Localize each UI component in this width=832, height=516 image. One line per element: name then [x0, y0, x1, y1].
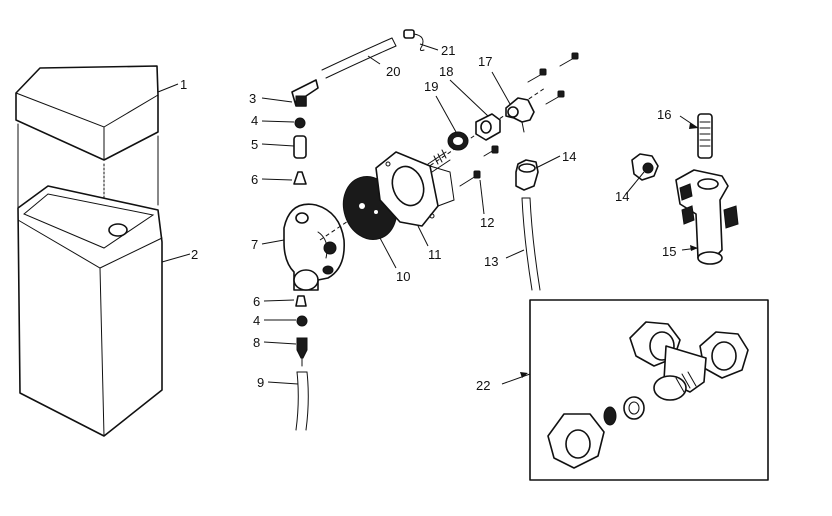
callout-21: 21 [441, 43, 455, 58]
callout-2: 2 [191, 247, 198, 262]
detail-inset-22 [529, 299, 769, 481]
valve-body-7 [283, 203, 345, 291]
callout-9: 9 [257, 375, 264, 390]
callout-18: 18 [439, 64, 453, 79]
brine-tank [17, 123, 163, 437]
leader-arrowheads [520, 123, 698, 378]
callout-16: 16 [657, 107, 671, 122]
cone-6-lower [295, 295, 307, 307]
callout-10: 10 [396, 269, 410, 284]
screws-12 [459, 145, 499, 187]
clip-21 [403, 29, 425, 51]
callout-4-lower: 4 [253, 313, 260, 328]
cone-6-upper [293, 171, 307, 185]
leader-lines [157, 43, 699, 385]
threaded-stem [427, 149, 451, 173]
ball-4-upper [294, 117, 306, 129]
callout-15: 15 [662, 244, 676, 259]
callout-12: 12 [480, 215, 494, 230]
cartridge-16 [697, 113, 713, 159]
flange-housing-11 [375, 151, 455, 227]
gasket-19 [447, 131, 469, 151]
bushing-18 [475, 113, 501, 141]
nut-14-center [515, 159, 539, 191]
callout-11: 11 [428, 247, 442, 262]
callout-6-upper: 6 [251, 172, 258, 187]
elbow-17 [505, 97, 535, 133]
tube-20 [321, 37, 397, 79]
callout-7: 7 [251, 237, 258, 252]
callout-1: 1 [180, 77, 187, 92]
sleeve-5 [293, 135, 307, 159]
bypass-valve-15 [675, 169, 739, 265]
callout-19: 19 [424, 79, 438, 94]
callout-labels: 1 2 3 4 5 6 7 6 4 8 9 10 11 12 13 14 14 … [180, 43, 676, 393]
callout-20: 20 [386, 64, 400, 79]
tube-13 [521, 197, 541, 291]
callout-8: 8 [253, 335, 260, 350]
elbow-fitting-3 [291, 79, 319, 107]
ball-4-lower [296, 315, 308, 327]
nut-14-right [631, 153, 659, 181]
callout-14-right: 14 [615, 189, 629, 204]
callout-6-lower: 6 [253, 294, 260, 309]
callout-14-center: 14 [562, 149, 576, 164]
callout-17: 17 [478, 54, 492, 69]
callout-13: 13 [484, 254, 498, 269]
callout-4-upper: 4 [251, 113, 258, 128]
callout-3: 3 [249, 91, 256, 106]
small-screws [527, 52, 579, 105]
tank-lid [15, 65, 159, 161]
callout-5: 5 [251, 137, 258, 152]
nozzle-8 [296, 337, 308, 367]
callout-22: 22 [476, 378, 490, 393]
tube-9 [295, 371, 309, 431]
